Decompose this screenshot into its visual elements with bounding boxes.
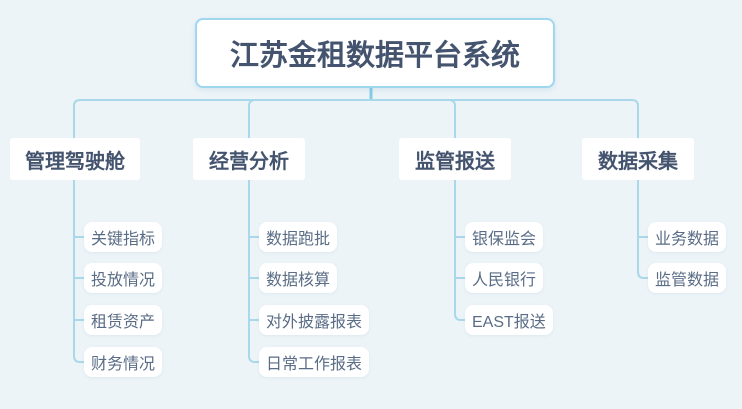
branch-node-data-collection[interactable]: 数据采集: [582, 138, 694, 180]
child-node-cbirc[interactable]: 银保监会: [465, 222, 544, 252]
child-node-business-data[interactable]: 业务数据: [648, 222, 727, 252]
branch-node-regulatory-reporting[interactable]: 监管报送: [399, 138, 511, 180]
child-node-key-indicators[interactable]: 关键指标: [84, 222, 163, 252]
child-node-placement-status[interactable]: 投放情况: [84, 263, 163, 293]
child-node-data-batch-run[interactable]: 数据跑批: [259, 222, 338, 252]
child-node-external-disclosure-reports[interactable]: 对外披露报表: [259, 305, 370, 335]
child-node-regulatory-data[interactable]: 监管数据: [648, 263, 727, 293]
branch-node-business-analysis[interactable]: 经营分析: [193, 138, 305, 180]
child-node-east-reporting[interactable]: EAST报送: [465, 305, 553, 335]
root-topic-node[interactable]: 江苏金租数据平台系统: [195, 18, 555, 88]
child-node-pboc[interactable]: 人民银行: [465, 263, 544, 293]
branch-node-management-cockpit[interactable]: 管理驾驶舱: [10, 138, 140, 180]
child-node-daily-work-reports[interactable]: 日常工作报表: [259, 347, 370, 377]
child-node-financial-status[interactable]: 财务情况: [84, 347, 163, 377]
child-node-data-accounting[interactable]: 数据核算: [259, 263, 338, 293]
child-node-leasing-assets[interactable]: 租赁资产: [84, 305, 163, 335]
